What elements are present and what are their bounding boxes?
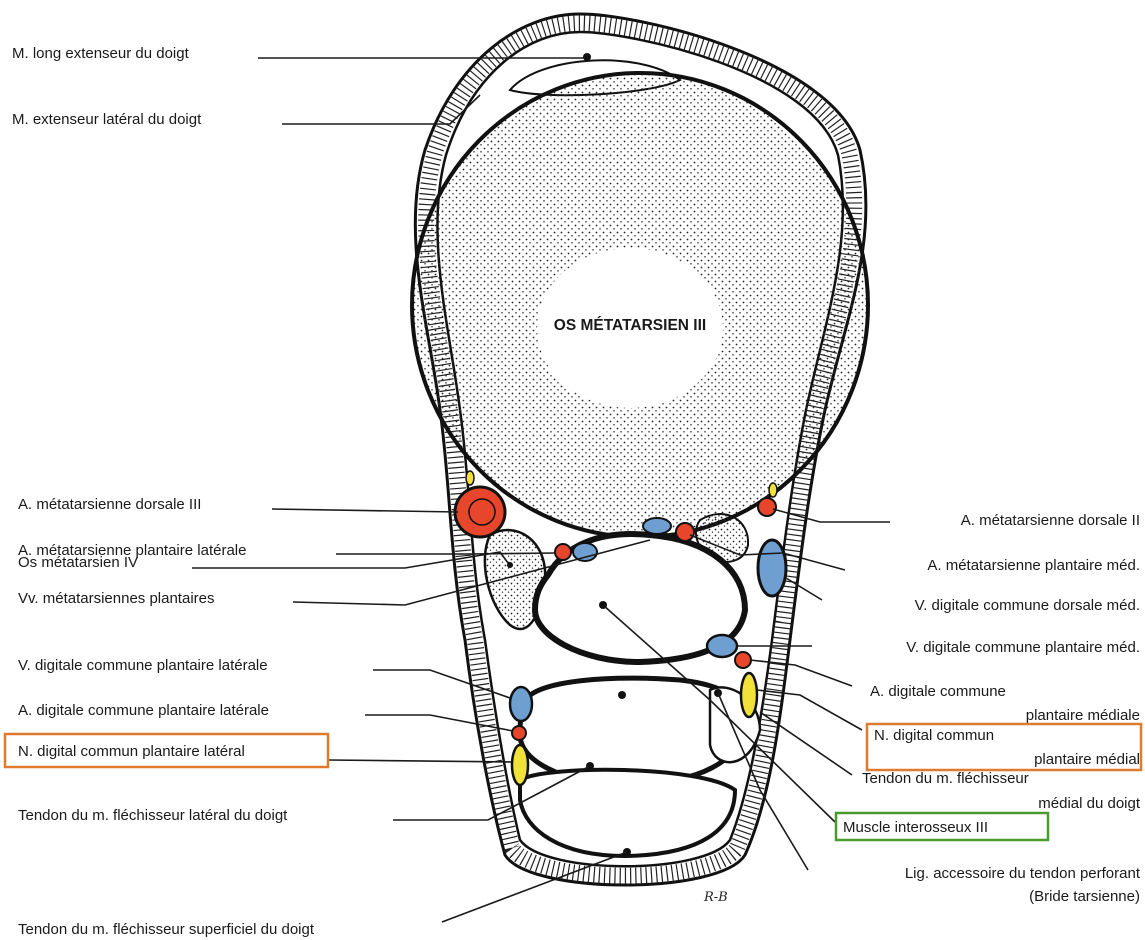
- label-medial-digital-nerve-2: plantaire médial: [1034, 751, 1140, 768]
- vein-plantar-med: [707, 635, 737, 657]
- vein-digital-lat: [510, 687, 532, 721]
- leader-line: [365, 715, 513, 731]
- label-lateral-digital-artery: A. digitale commune plantaire latérale: [18, 702, 269, 719]
- leader-line: [336, 553, 555, 554]
- label-lateral-extensor: M. extenseur latéral du doigt: [12, 111, 202, 128]
- label-medial-digital-artery-2: plantaire médiale: [1026, 707, 1140, 724]
- label-dorsal-metatarsal-artery-iii: A. métatarsienne dorsale III: [18, 496, 201, 513]
- label-medial-plantar-digital-vein: V. digitale commune plantaire méd.: [906, 639, 1140, 656]
- artery-digital-lat: [512, 726, 526, 740]
- label-accessory-ligament-1: Lig. accessoire du tendon perforant: [905, 865, 1141, 882]
- nerve-dorsal-ii: [769, 483, 777, 497]
- artery-plantar-med: [676, 523, 694, 541]
- label-medial-flexor-tendon-1: Tendon du m. fléchisseur: [862, 770, 1029, 787]
- artery-digital-med: [735, 652, 751, 668]
- label-metatarsal-iv: Os métatarsien IV: [18, 554, 138, 571]
- label-dorsal-metatarsal-artery-ii: A. métatarsienne dorsale II: [961, 512, 1140, 529]
- leader-line: [272, 509, 458, 512]
- artery-dorsal-ii: [758, 498, 776, 516]
- leader-line: [786, 578, 822, 600]
- nerve-digital-lat: [512, 745, 528, 785]
- label-interosseous-muscle: Muscle interosseux III: [843, 819, 988, 836]
- artery-dorsal-iii-core: [469, 499, 495, 525]
- artist-signature: R-B: [703, 890, 728, 905]
- nerve-digital-med: [741, 673, 757, 717]
- label-plantar-metatarsal-veins: Vv. métatarsiennes plantaires: [18, 590, 215, 607]
- label-superficial-flexor-tendon: Tendon du m. fléchisseur superficiel du …: [18, 921, 315, 938]
- label-lateral-digital-nerve: N. digital commun plantaire latéral: [18, 743, 245, 760]
- leader-line: [773, 509, 890, 522]
- pointer-dot: [583, 53, 591, 61]
- vein-metatarsal: [643, 518, 671, 534]
- label-medial-flexor-tendon-2: médial du doigt: [1038, 795, 1141, 812]
- leader-line: [760, 712, 852, 775]
- label-accessory-ligament-2: (Bride tarsienne): [1029, 888, 1140, 905]
- label-medial-dorsal-digital-vein: V. digitale commune dorsale méd.: [915, 597, 1140, 614]
- label-medial-digital-artery-1: A. digitale commune: [870, 683, 1006, 700]
- leader-line: [442, 852, 627, 922]
- label-lateral-flexor-tendon: Tendon du m. fléchisseur latéral du doig…: [18, 807, 288, 824]
- artery-plantar-lat: [555, 544, 571, 560]
- bone-title: OS MÉTATARSIEN III: [554, 317, 706, 334]
- pointer-dot: [618, 691, 626, 699]
- label-medial-digital-nerve-1: N. digital commun: [874, 727, 994, 744]
- label-lateral-digital-vein: V. digitale commune plantaire latérale: [18, 657, 268, 674]
- vein-dorsal-med: [758, 540, 786, 596]
- label-medial-plantar-metatarsal-artery: A. métatarsienne plantaire méd.: [927, 557, 1140, 574]
- label-long-extensor: M. long extenseur du doigt: [12, 45, 190, 62]
- vein-plantar-lat: [573, 543, 597, 561]
- superficial-flexor: [520, 770, 735, 856]
- nerve-dorsal: [466, 471, 474, 485]
